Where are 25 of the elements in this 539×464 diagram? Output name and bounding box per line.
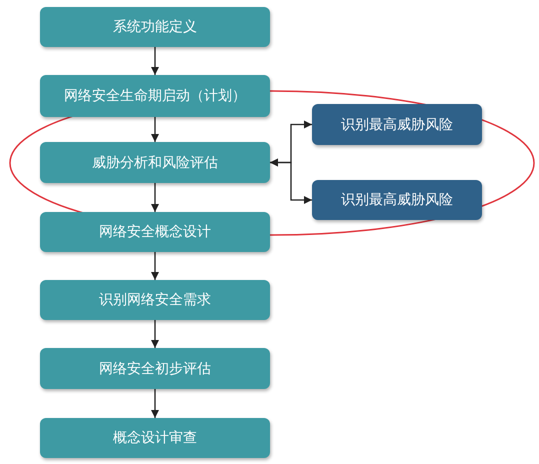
box-label: 网络安全概念设计 [99, 223, 211, 241]
arrow [151, 320, 159, 348]
process-box [40, 280, 270, 320]
process-box [40, 142, 270, 183]
arrow [151, 183, 159, 212]
box-label: 系统功能定义 [113, 18, 197, 36]
process-box [40, 7, 270, 47]
box-label: 网络安全生命期启动（计划） [64, 87, 246, 105]
process-box [312, 104, 482, 145]
process-box [40, 418, 270, 458]
process-box [312, 180, 482, 220]
box-label: 威胁分析和风险评估 [92, 154, 218, 172]
box-label: 识别最高威胁风险 [341, 191, 453, 209]
process-box [40, 348, 270, 389]
arrow [151, 252, 159, 280]
box-label: 概念设计审查 [113, 429, 197, 447]
box-label: 识别网络安全需求 [99, 291, 211, 309]
box-label: 网络安全初步评估 [99, 360, 211, 378]
process-box [40, 75, 270, 117]
arrow [151, 389, 159, 418]
box-label: 识别最高威胁风险 [341, 116, 453, 134]
process-box [40, 212, 270, 252]
arrow [151, 117, 159, 142]
arrow [151, 47, 159, 75]
arrow [270, 158, 312, 204]
